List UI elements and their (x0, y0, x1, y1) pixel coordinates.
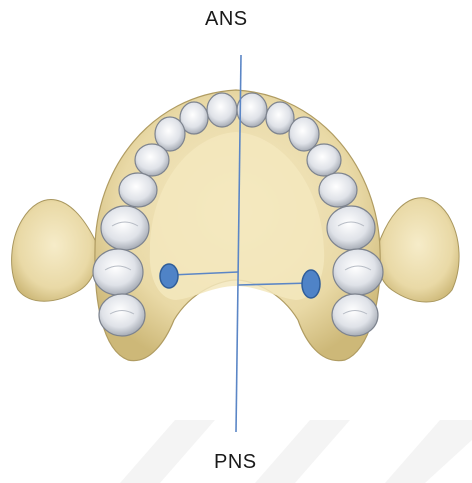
tooth-left-third-molar (332, 294, 378, 336)
tooth-left-first-molar (327, 206, 375, 250)
right-zygomatic-process (377, 198, 459, 302)
watermark-stripes (120, 420, 472, 483)
right-molar-marker-icon (302, 270, 320, 298)
left-zygomatic-process (12, 200, 97, 302)
tooth-right-first-molar (101, 206, 149, 250)
pns-label: PNS (214, 451, 257, 474)
tooth-left-second-molar (333, 249, 383, 295)
tooth-left-first-premolar (307, 144, 341, 176)
tooth-right-first-premolar (135, 144, 169, 176)
ans-label: ANS (205, 8, 248, 31)
tooth-left-central-incisor (237, 93, 267, 127)
tooth-right-second-premolar (119, 173, 157, 207)
tooth-left-canine (289, 117, 319, 151)
tooth-right-central-incisor (207, 93, 237, 127)
tooth-left-second-premolar (319, 173, 357, 207)
tooth-right-second-molar (93, 249, 143, 295)
tooth-right-third-molar (99, 294, 145, 336)
left-molar-marker-icon (160, 264, 178, 288)
